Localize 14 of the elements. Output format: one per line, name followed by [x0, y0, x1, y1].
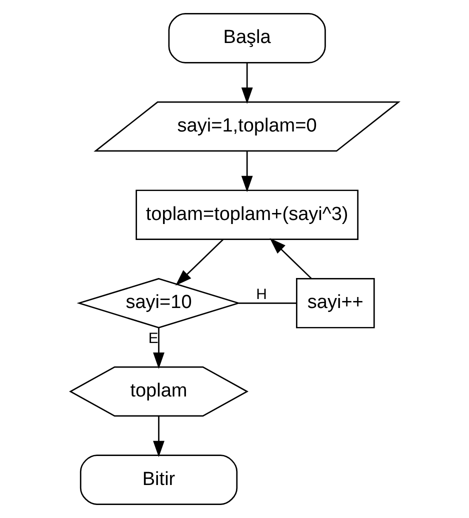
node-box: Başla: [168, 13, 326, 64]
arrow: [153, 416, 164, 458]
edge-label: H: [256, 286, 267, 303]
arrow: [241, 62, 253, 104]
connector: [238, 302, 297, 304]
arrow: [176, 239, 224, 286]
edge-label: E: [148, 330, 158, 348]
arrow: [241, 151, 253, 192]
node-diamond: sayi=10: [76, 278, 241, 328]
node-box: Bitir: [80, 454, 238, 505]
arrow: [153, 328, 164, 369]
node-box: sayi++: [296, 278, 375, 328]
node-box: toplam=toplam+(sayi^3): [136, 190, 358, 240]
arrow: [270, 238, 312, 279]
